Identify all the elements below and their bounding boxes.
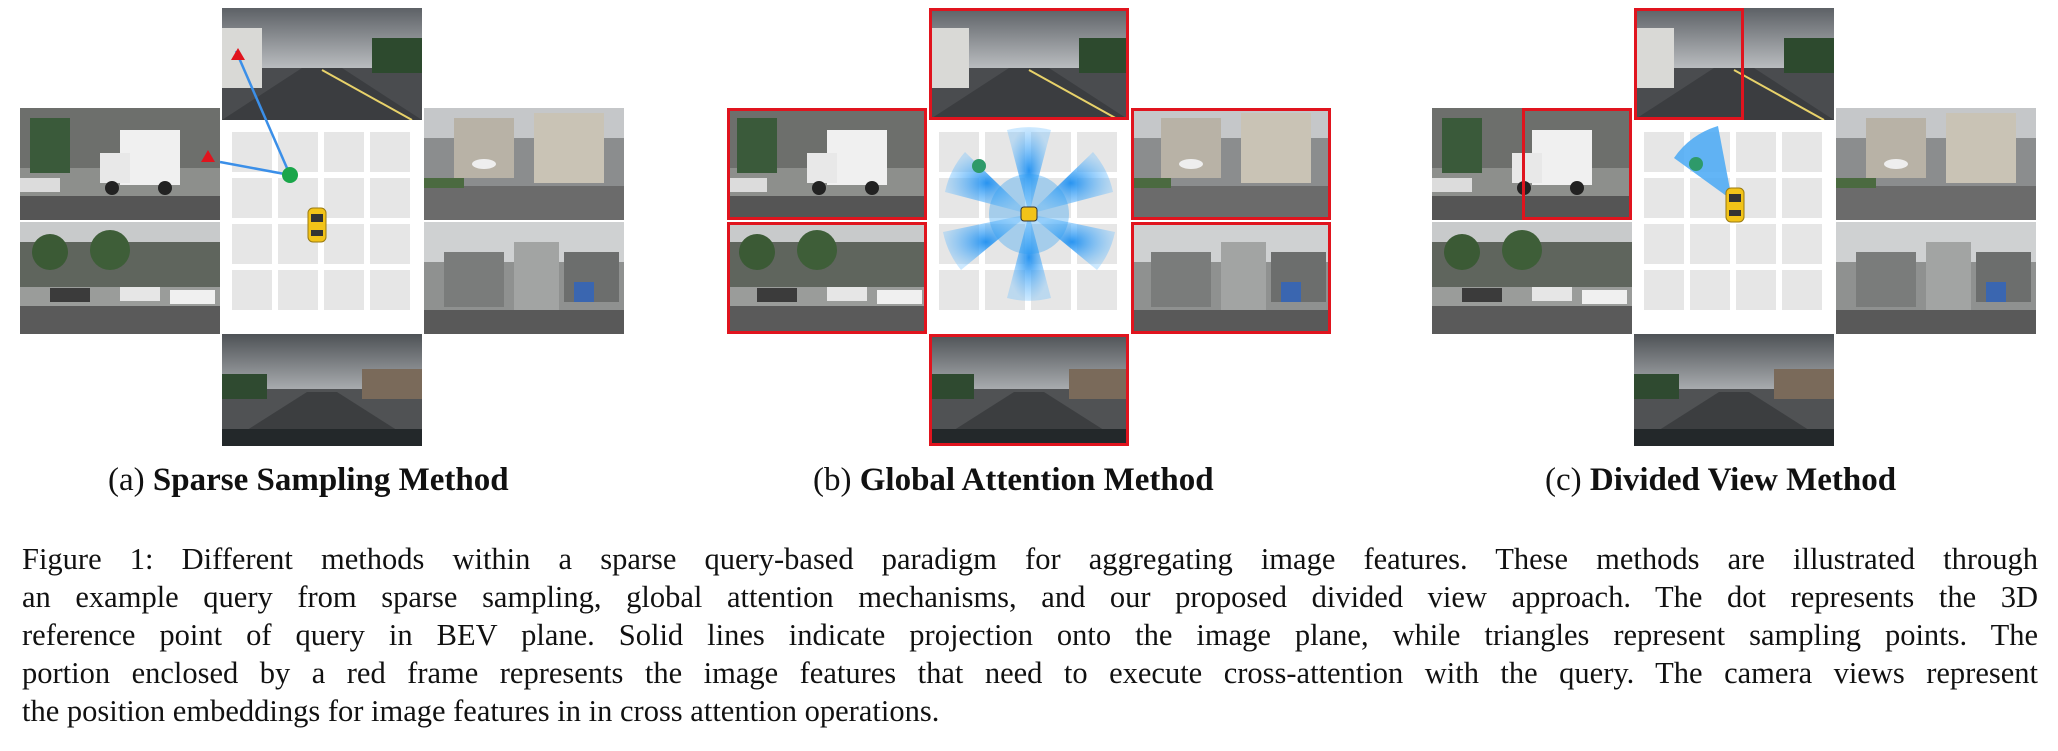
subcaption-letter: (c)	[1545, 462, 1582, 498]
camera-view-back	[222, 334, 422, 446]
camera-view-back-left	[727, 222, 927, 334]
camera-view-front	[929, 8, 1129, 120]
panel-sparse-sampling	[20, 8, 630, 448]
projection-line-front	[234, 50, 292, 176]
camera-view-back-left	[1432, 222, 1632, 334]
divided-view-frame-front-left	[1522, 108, 1632, 220]
camera-view-front	[222, 8, 422, 120]
projection-overlay	[201, 48, 298, 183]
subcaption-letter: (a)	[108, 462, 145, 498]
camera-view-front-right	[424, 108, 624, 220]
camera-view-back	[1634, 334, 1834, 446]
camera-view-back-left	[20, 222, 220, 334]
ego-car-icon	[1020, 206, 1038, 222]
projection-line-front-left	[219, 160, 291, 177]
camera-view-front	[1634, 8, 1834, 120]
camera-view-front-right	[1131, 108, 1331, 220]
subcaption-b: (b) Global Attention Method	[813, 462, 1214, 499]
query-reference-dot	[972, 159, 986, 173]
sampling-point-triangle	[231, 48, 245, 60]
query-reference-dot	[1689, 157, 1703, 171]
ego-car-icon	[1725, 187, 1745, 223]
attention-fan	[943, 127, 1115, 301]
camera-view-front-left	[727, 108, 927, 220]
divided-view-frame-front	[1634, 8, 1744, 120]
caption-line: reference point of query in BEV plane. S…	[22, 618, 2038, 652]
attention-fan	[1674, 126, 1732, 200]
caption-line: portion enclosed by a red frame represen…	[22, 656, 2038, 690]
bev-grid	[1634, 122, 1834, 320]
bev-grid	[929, 122, 1129, 320]
camera-view-front-left	[1432, 108, 1632, 220]
panel-global-attention	[727, 8, 1337, 448]
camera-view-front-right	[1836, 108, 2036, 220]
figure-caption: Figure 1: Different methods within a spa…	[22, 540, 2038, 730]
query-reference-dot	[282, 167, 298, 183]
ego-car-icon	[307, 207, 327, 243]
caption-line: Figure 1: Different methods within a spa…	[22, 542, 2038, 576]
camera-view-back-right	[424, 222, 624, 334]
camera-view-front-left	[20, 108, 220, 220]
subcaption-letter: (b)	[813, 462, 852, 498]
subcaption-a: (a) Sparse Sampling Method	[108, 462, 509, 499]
bev-grid	[222, 122, 422, 320]
subcaption-title: Sparse Sampling Method	[152, 462, 509, 498]
camera-view-back-right	[1836, 222, 2036, 334]
subcaption-c: (c) Divided View Method	[1545, 462, 1896, 499]
caption-line: the position embeddings for image featur…	[22, 694, 940, 728]
camera-view-back	[929, 334, 1129, 446]
subcaption-title: Divided View Method	[1589, 462, 1897, 498]
camera-view-back-right	[1131, 222, 1331, 334]
panel-divided-view	[1432, 8, 2042, 448]
subcaption-title: Global Attention Method	[859, 462, 1214, 498]
caption-line: an example query from sparse sampling, g…	[22, 580, 2038, 614]
sampling-point-triangle	[201, 150, 215, 162]
